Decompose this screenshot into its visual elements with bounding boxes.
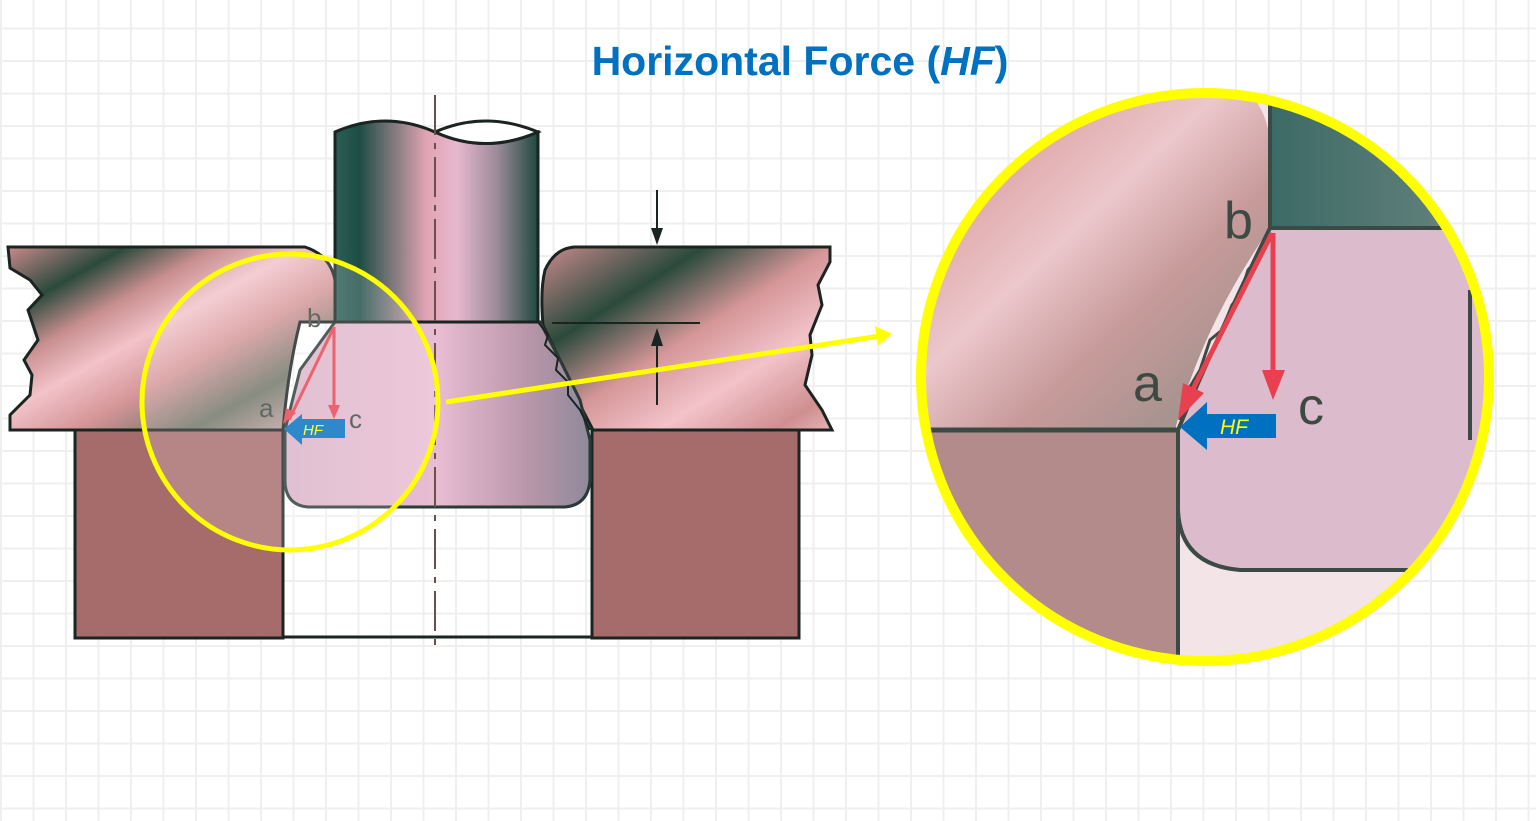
magnifier-connector	[445, 333, 881, 405]
mag-hf-label: HF	[1220, 416, 1249, 439]
label-a: a	[259, 393, 274, 423]
title-prefix: Horizontal Force (	[591, 38, 941, 84]
hf-label: HF	[303, 422, 324, 439]
die-block-right	[590, 428, 801, 640]
magnified-ring	[916, 88, 1494, 666]
magnifier-lens	[139, 251, 441, 553]
mag-label-c: c	[1298, 378, 1324, 436]
magnified-view: b a c HF	[916, 88, 1494, 666]
label-b: b	[307, 303, 321, 333]
mag-hf-arrow: HF	[1180, 402, 1276, 450]
label-c: c	[349, 404, 362, 434]
page-title: Horizontal Force (HF)	[0, 38, 1536, 85]
title-suffix: )	[994, 38, 1009, 84]
sheet-right	[540, 245, 835, 432]
hf-arrow: HF	[284, 414, 345, 445]
main-diagram: b a c HF	[6, 95, 892, 650]
vector-ba	[287, 326, 336, 421]
title-abbr: HF	[940, 38, 995, 84]
mag-label-b: b	[1224, 192, 1253, 250]
mag-label-a: a	[1133, 355, 1162, 413]
